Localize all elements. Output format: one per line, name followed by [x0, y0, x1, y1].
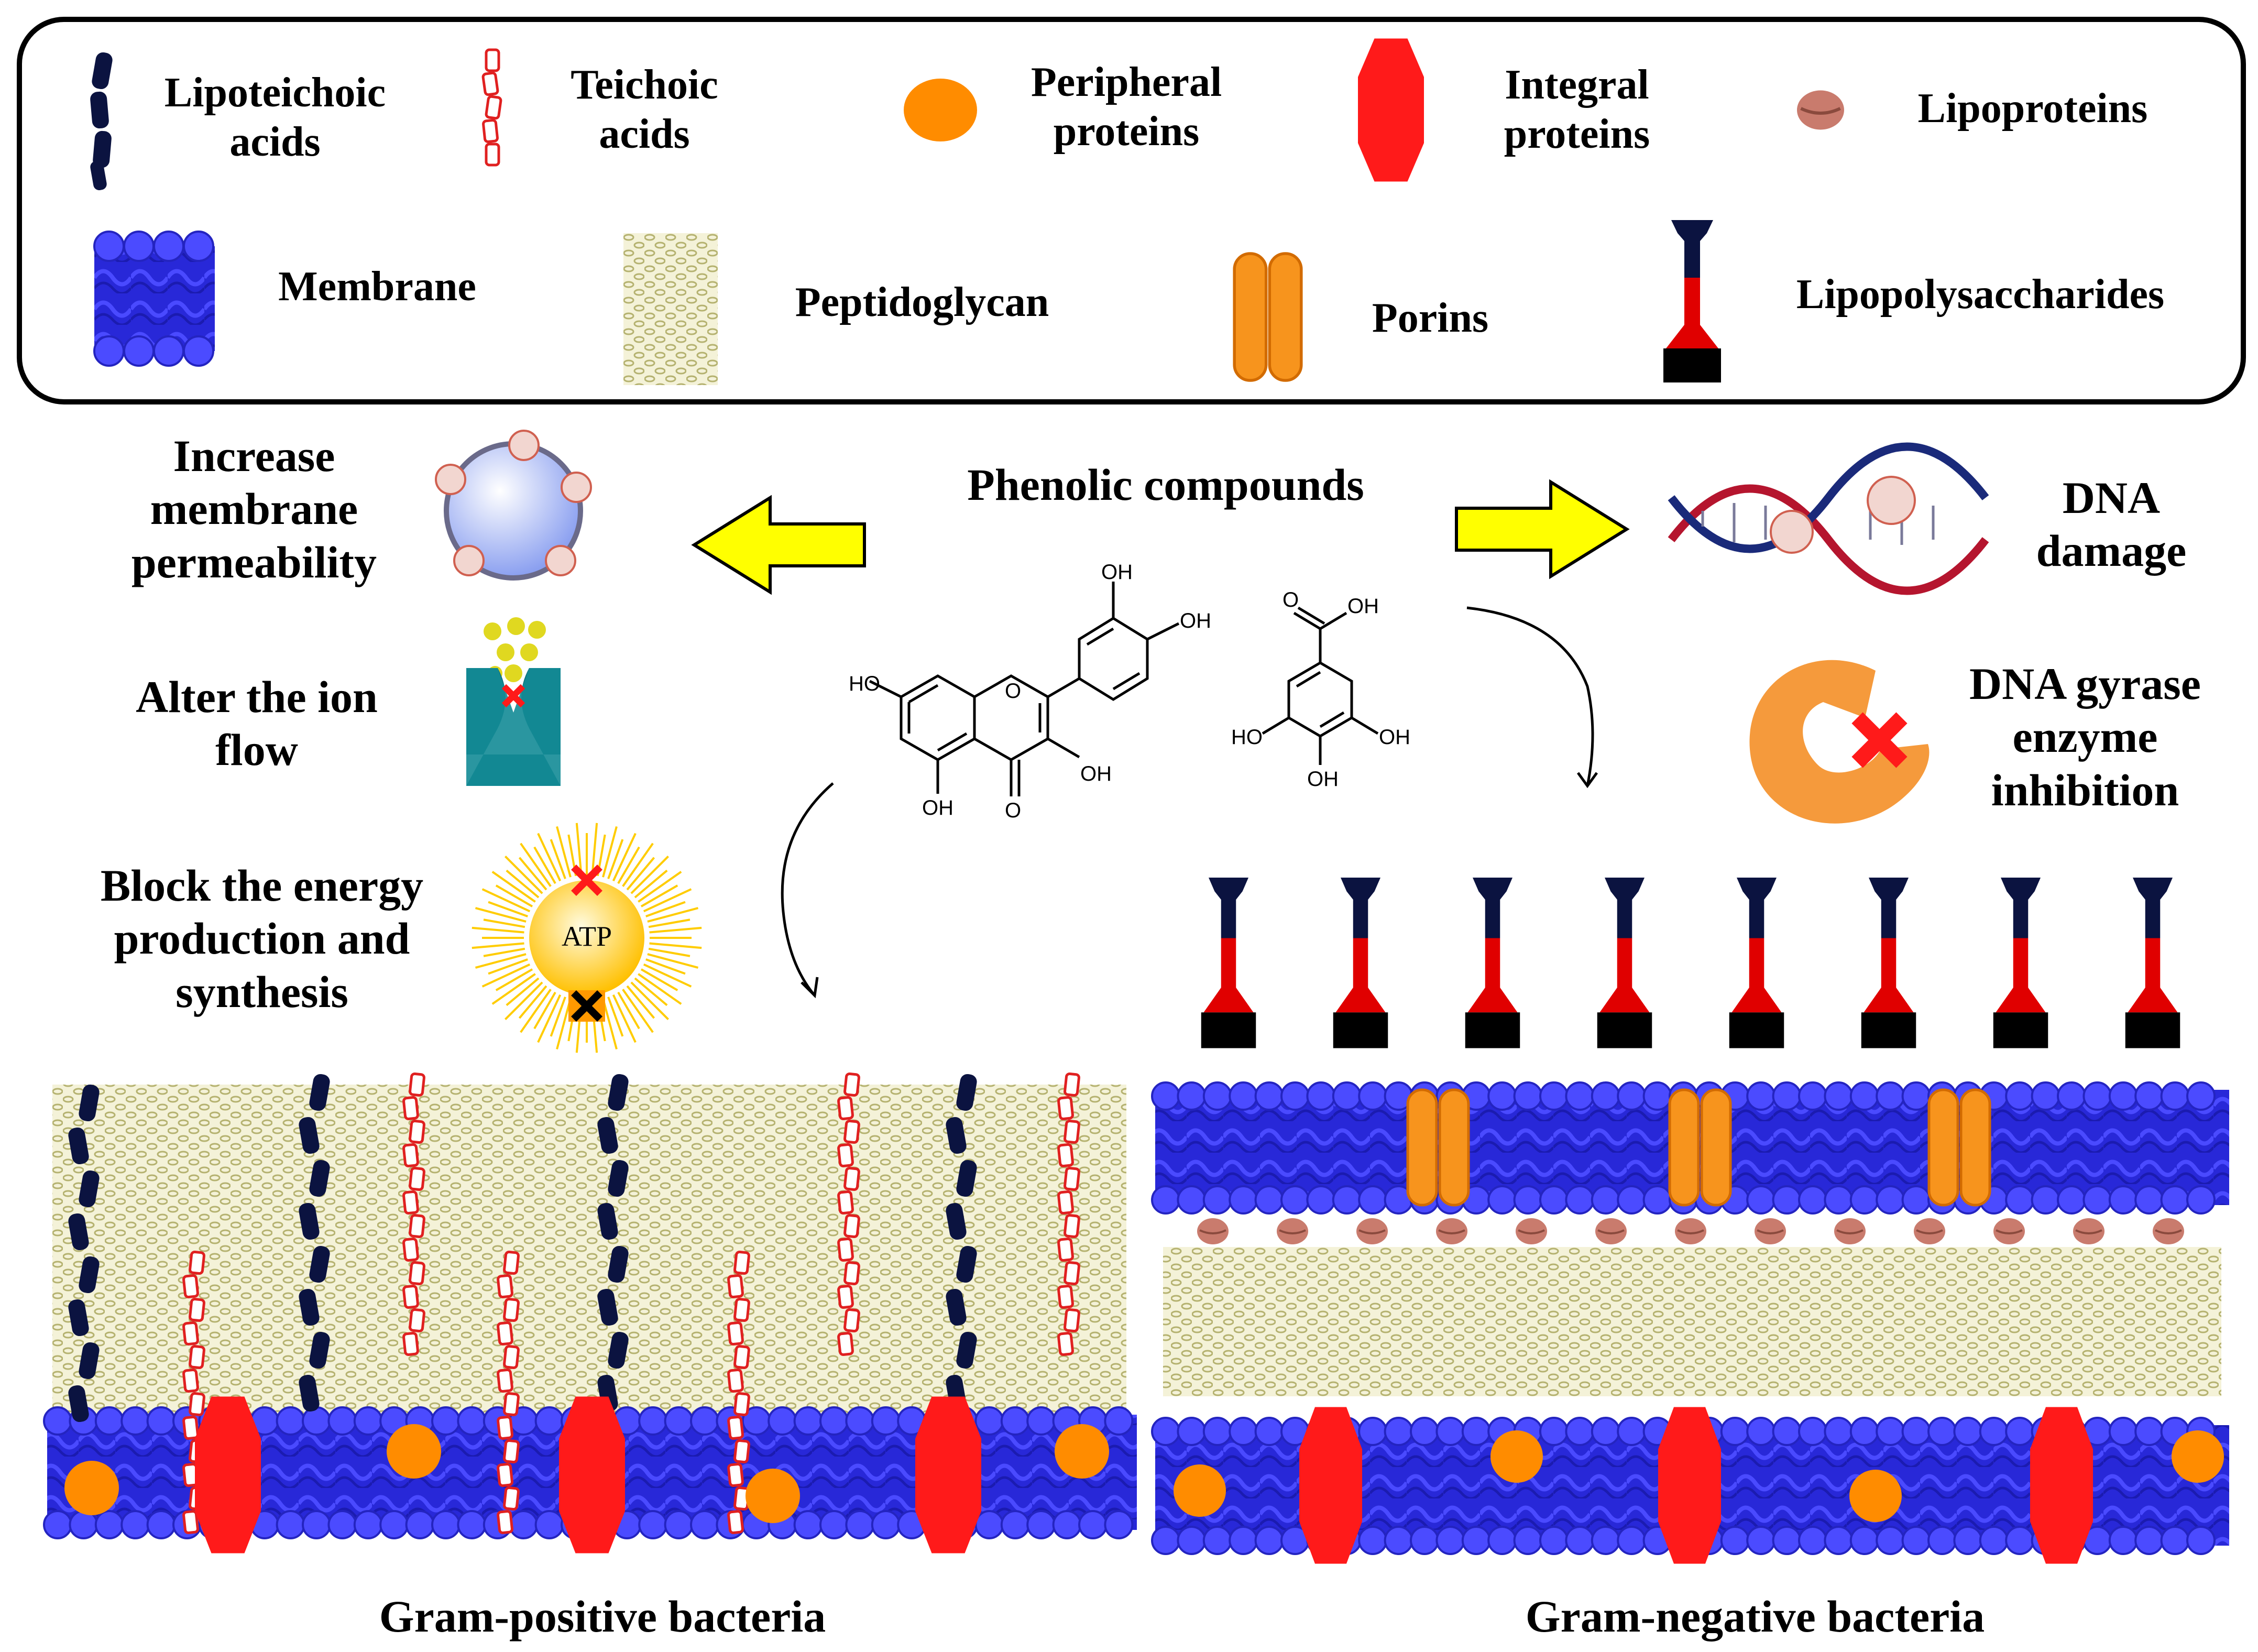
gram-positive-cell-wall [43, 1048, 1137, 1553]
legend-box [17, 17, 2246, 404]
center-title: Phenolic compounds [967, 460, 1364, 510]
lipoprotein-icon [1792, 84, 1849, 136]
legend-teichoic-label: Teichoic acids [571, 62, 718, 158]
oh-label-5: OH [922, 796, 953, 819]
permeabilized-vesicle-icon [435, 430, 592, 581]
legend-peptidoglycan-label: Peptidoglycan [795, 279, 1049, 325]
legend-lipoteichoic-label: Lipoteichoic acids [164, 70, 386, 166]
curved-arrow-left-icon [781, 782, 834, 999]
curved-arrow-right-icon [1466, 606, 1598, 789]
mechanism-gyrase-label: DNA gyrase enzyme inhibition [1969, 659, 2201, 815]
mechanism-energy-label: Block the energy production and synthesi… [100, 860, 424, 1017]
peripheral-protein-icon [904, 79, 977, 141]
gallic-oh-right-label: OH [1379, 726, 1410, 749]
ho-label-a: HO [849, 672, 880, 695]
gram-negative-caption: Gram-negative bacteria [1525, 1591, 1985, 1642]
legend-porins-label: Porins [1372, 295, 1489, 341]
phenolic-structures: HO O OH O OH OH OH O OH HO OH OH [849, 561, 1410, 822]
oh-label-4p: OH [1180, 609, 1211, 632]
peptidoglycan-icon [623, 233, 718, 385]
atp-burst-icon: ATP [472, 823, 702, 1053]
legend-lps-label: Lipopolysaccharides [1796, 271, 2165, 318]
dna-gyrase-icon [1749, 660, 1930, 824]
legend-peripheral-label: Peripheral proteins [1031, 59, 1222, 155]
gallic-oh-bottom-label: OH [1307, 768, 1339, 791]
gram-negative-peptidoglycan [1163, 1247, 2221, 1396]
gallic-o-label: O [1283, 588, 1299, 611]
integral-protein-icon [1358, 38, 1424, 182]
porin-icon [1229, 251, 1307, 382]
lipoteichoic-icon [89, 51, 114, 191]
legend-integral-label: Integral proteins [1504, 62, 1650, 158]
gram-negative-peripheral-proteins [1174, 1430, 2224, 1522]
lps-icon [1663, 220, 1721, 382]
gram-negative-cell-wall [1151, 878, 2229, 1564]
oh-label-3: OH [1080, 762, 1112, 785]
mechanism-ion-flow-label: Alter the ion flow [136, 672, 378, 775]
dna-helix-icon [1668, 442, 1989, 595]
legend-lipoproteins-label: Lipoproteins [1917, 85, 2148, 132]
gallic-ho-label: HO [1231, 726, 1263, 749]
membrane-icon [93, 231, 215, 367]
gram-positive-caption: Gram-positive bacteria [379, 1591, 826, 1642]
legend-membrane-label: Membrane [278, 264, 476, 310]
gram-positive-peptidoglycan [52, 1085, 1126, 1415]
atp-label: ATP [562, 921, 612, 952]
ketone-o-label: O [1005, 799, 1021, 822]
ring-o-label: O [1005, 680, 1021, 703]
ion-channel-icon [466, 617, 561, 786]
mechanism-permeability-label: Increase membrane permeability [131, 431, 377, 587]
right-arrow-icon [1455, 479, 1630, 579]
gallic-acid-oh-label: OH [1347, 595, 1379, 618]
teichoic-icon [472, 47, 513, 178]
left-arrow-icon [691, 495, 866, 595]
oh-label-3p: OH [1101, 561, 1133, 584]
gram-positive-peripheral-proteins [64, 1424, 1109, 1523]
mechanism-dna-damage-label: DNA damage [2036, 473, 2187, 576]
